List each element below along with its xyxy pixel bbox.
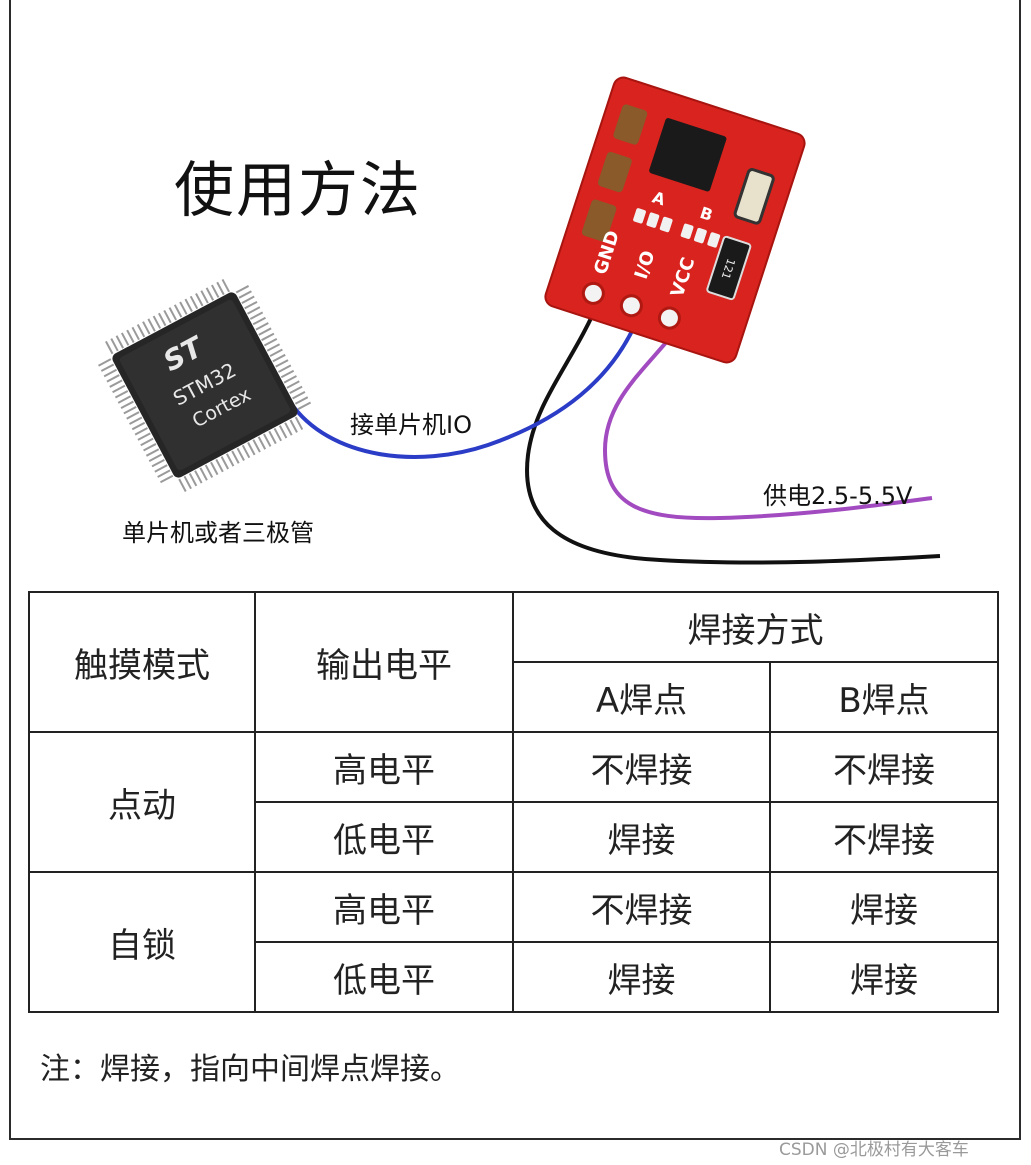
header-touch-mode: 触摸模式 [29,592,255,732]
level-cell: 低电平 [255,942,513,1012]
level-cell: 高电平 [255,732,513,802]
pad-a-cell: 焊接 [513,942,770,1012]
pad-a-cell: 不焊接 [513,732,770,802]
level-cell: 低电平 [255,802,513,872]
header-pad-b: B焊点 [770,662,998,732]
mode-cell: 点动 [29,732,255,872]
header-pad-a: A焊点 [513,662,770,732]
power-wire-label: 供电2.5-5.5V [763,476,912,511]
pad-b-cell: 焊接 [770,942,998,1012]
table-row: 自锁 高电平 不焊接 焊接 [29,872,998,942]
touch-mode-table: 触摸模式 输出电平 焊接方式 A焊点 B焊点 点动 高电平 不焊接 不焊接 低电… [28,591,999,1013]
pad-b-cell: 不焊接 [770,732,998,802]
level-cell: 高电平 [255,872,513,942]
touch-module: 121 A B GND I/O VCC [543,75,807,365]
pad-a-cell: 不焊接 [513,872,770,942]
footnote: 注：焊接，指向中间焊点焊接。 [40,1044,460,1088]
pad-b-cell: 不焊接 [770,802,998,872]
pad-a-cell: 焊接 [513,802,770,872]
stm32-chip: ST STM32 Cortex [100,280,311,491]
header-output-level: 输出电平 [255,592,513,732]
watermark: CSDN @北极村有大客车 [779,1135,969,1160]
header-solder-method: 焊接方式 [513,592,998,662]
table-row: 点动 高电平 不焊接 不焊接 [29,732,998,802]
chip-caption: 单片机或者三极管 [122,513,314,548]
mode-cell: 自锁 [29,872,255,1012]
pad-b-cell: 焊接 [770,872,998,942]
io-wire-label: 接单片机IO [350,405,472,440]
